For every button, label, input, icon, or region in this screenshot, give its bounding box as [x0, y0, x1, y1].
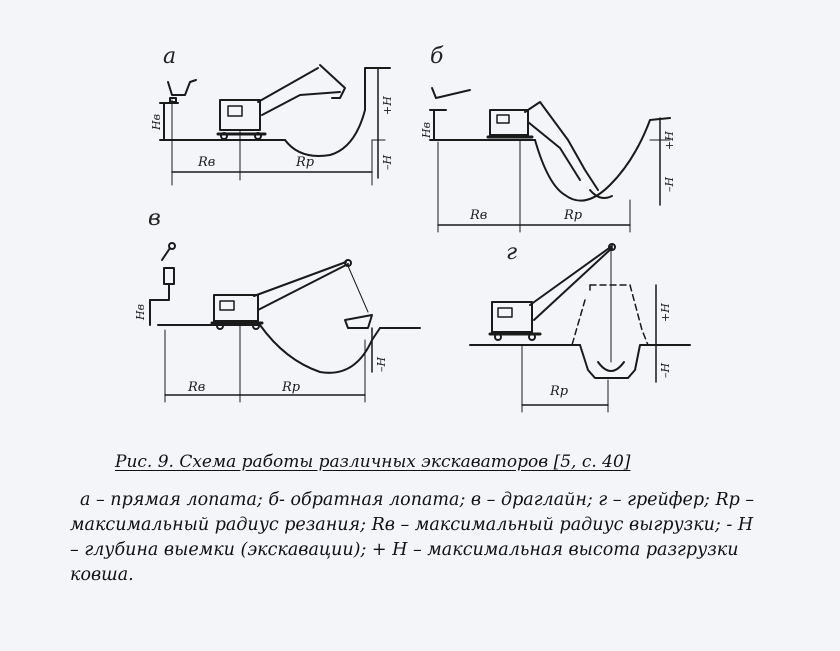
panel-a-hv: Hв [150, 114, 163, 130]
panel-b-rv: Rв [470, 208, 488, 223]
panel-label-a: а [163, 44, 177, 69]
panel-v-minus-h: –H [375, 356, 388, 372]
figure-caption: Рис. 9. Схема работы различных экскавато… [115, 452, 631, 472]
panel-a-drawing [159, 64, 391, 186]
panel-v-rp: Rр [282, 380, 301, 395]
panel-g-rp: Rр [550, 384, 569, 399]
panel-v-drawing [149, 242, 421, 403]
panel-g-plus-h: +H [659, 303, 672, 322]
panel-label-b: б [430, 44, 444, 69]
panel-a-plus-h: +H [381, 96, 394, 115]
panel-v-hv: Hв [134, 304, 147, 320]
panel-a-rv: Rв [198, 155, 216, 170]
panel-label-v: в [148, 206, 161, 231]
panel-b-drawing [429, 87, 671, 233]
panel-a-rp: Rр [296, 155, 315, 170]
panel-b-minus-h: –H [663, 176, 676, 192]
figure-legend: а – прямая лопата; б- обратная лопата; в… [70, 490, 755, 585]
panel-a-minus-h: –H [381, 154, 394, 170]
panel-b-plus-h: +H [663, 131, 676, 150]
panel-b-rp: Rр [564, 208, 583, 223]
panel-g-minus-h: –H [659, 362, 672, 378]
panel-g-drawing [469, 243, 691, 413]
panel-v-rv: Rв [188, 380, 206, 395]
panel-label-g: г [506, 240, 518, 265]
panel-b-hv: Hв [420, 122, 433, 138]
excavator-diagrams [149, 64, 691, 413]
